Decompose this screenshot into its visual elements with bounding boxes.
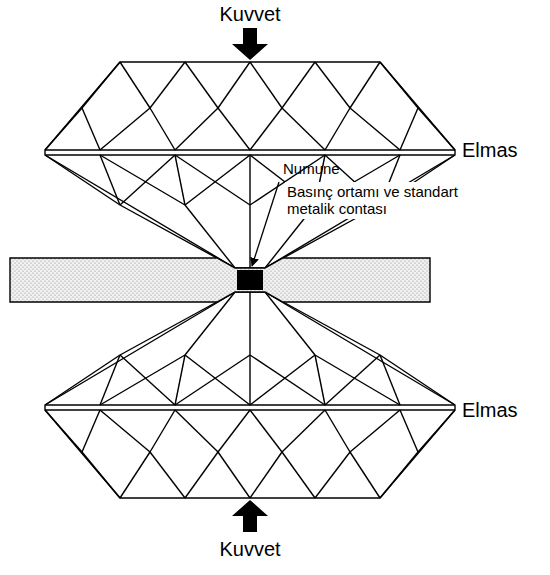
force-label: Kuvvet: [219, 3, 280, 26]
part-label: Basınç ortamı ve standart metalik contas…: [285, 182, 489, 219]
part-label: Numune: [283, 160, 340, 177]
diamond-anvil: [45, 62, 455, 268]
diamond-label: Elmas: [462, 399, 518, 422]
sample: [237, 270, 263, 290]
diamond-anvil: [45, 292, 455, 498]
force-arrow: [232, 28, 268, 60]
metal-gasket: [10, 258, 430, 302]
force-label: Kuvvet: [219, 538, 280, 561]
force-arrow: [232, 500, 268, 532]
diamond-label: Elmas: [462, 139, 518, 162]
leader-arrow: [252, 182, 279, 266]
